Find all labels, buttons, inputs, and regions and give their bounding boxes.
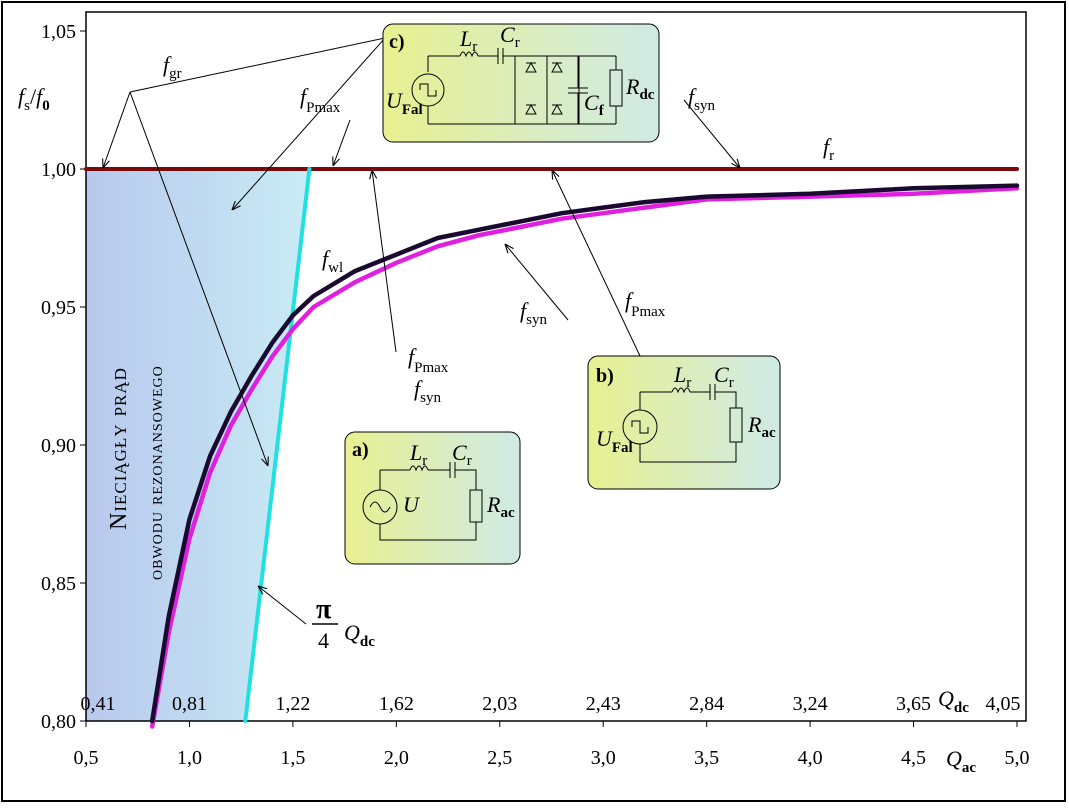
qdc-tick-label: 1,62 [379, 693, 414, 715]
qdc-tick-label: 0,81 [172, 693, 207, 715]
label-fpmax-right: fPmax [625, 288, 666, 320]
label-qdc-axis: Qdc [938, 686, 969, 716]
annotation-arrows [103, 37, 740, 625]
qdc-tick-label: 2,84 [689, 693, 724, 715]
label-fr: fr [823, 134, 834, 164]
discontinuous-region [86, 169, 310, 721]
qdc-tick-label: 3,24 [793, 693, 828, 715]
y-tick-label: 1,05 [41, 21, 76, 43]
x-tick-label: 3,5 [694, 747, 719, 769]
qdc-tick-label: 1,22 [275, 693, 310, 715]
plot-border [85, 11, 1027, 722]
x-tick-label: 4,5 [901, 747, 926, 769]
circuit-box-c: c) Lr Cr UFal [382, 22, 660, 143]
circuit-box-a: a) Lr Cr U Rac [344, 431, 521, 565]
qdc-tick-label: 4,05 [986, 693, 1021, 715]
label-fsyn-mid2: fsyn [414, 376, 441, 406]
y-tick-label: 0,80 [41, 711, 76, 733]
x-tick-label: 0,5 [74, 747, 99, 769]
x-tick-label: 2,5 [487, 747, 512, 769]
box-a-letter: a) [352, 439, 369, 461]
label-fwl: fwl [322, 246, 343, 276]
qdc-tick-label: 0,41 [81, 693, 116, 715]
qdc-tick-label: 3,65 [896, 693, 931, 715]
y-tick-label: 0,95 [41, 297, 76, 319]
label-pi: π [316, 594, 332, 625]
series-fwl-line [149, 183, 1020, 724]
label-fpmax-mid: fPmax [408, 344, 449, 376]
label-qac-axis: Qac [946, 746, 976, 776]
circuit-box-b: b) Lr Cr UFal Rac [587, 355, 781, 490]
label-four: 4 [318, 628, 329, 653]
series--4-qdc-line [243, 167, 312, 723]
region-text-1: Nieciągły prąd [106, 367, 132, 530]
box-a-source: U [403, 492, 421, 517]
x-tick-label: 4,0 [798, 747, 823, 769]
y-axis-label: fs/f0 [18, 84, 50, 114]
y-tick-label: 0,90 [41, 435, 76, 457]
x-tick-label: 1,0 [177, 747, 202, 769]
label-fgr: fgr [163, 52, 182, 82]
qdc-tick-label: 2,43 [586, 693, 621, 715]
region-text-2: obwodu rezonansowego [145, 365, 167, 580]
box-b-letter: b) [596, 365, 614, 387]
x-tick-label: 1,5 [280, 747, 305, 769]
x-tick-label: 3,0 [591, 747, 616, 769]
label-fsyn-mid: fsyn [520, 298, 547, 328]
y-tick-label: 0,85 [41, 573, 76, 595]
label-pi-qdc: Qdc [344, 620, 375, 650]
box-c-letter: c) [389, 31, 405, 53]
qdc-tick-label: 2,03 [482, 693, 517, 715]
label-fpmax-top: fPmax [300, 84, 341, 116]
series-fsyn-line [149, 186, 1020, 729]
x-tick-label: 2,0 [384, 747, 409, 769]
x-tick-label: 5,0 [1005, 747, 1030, 769]
y-tick-label: 1,00 [41, 159, 76, 181]
